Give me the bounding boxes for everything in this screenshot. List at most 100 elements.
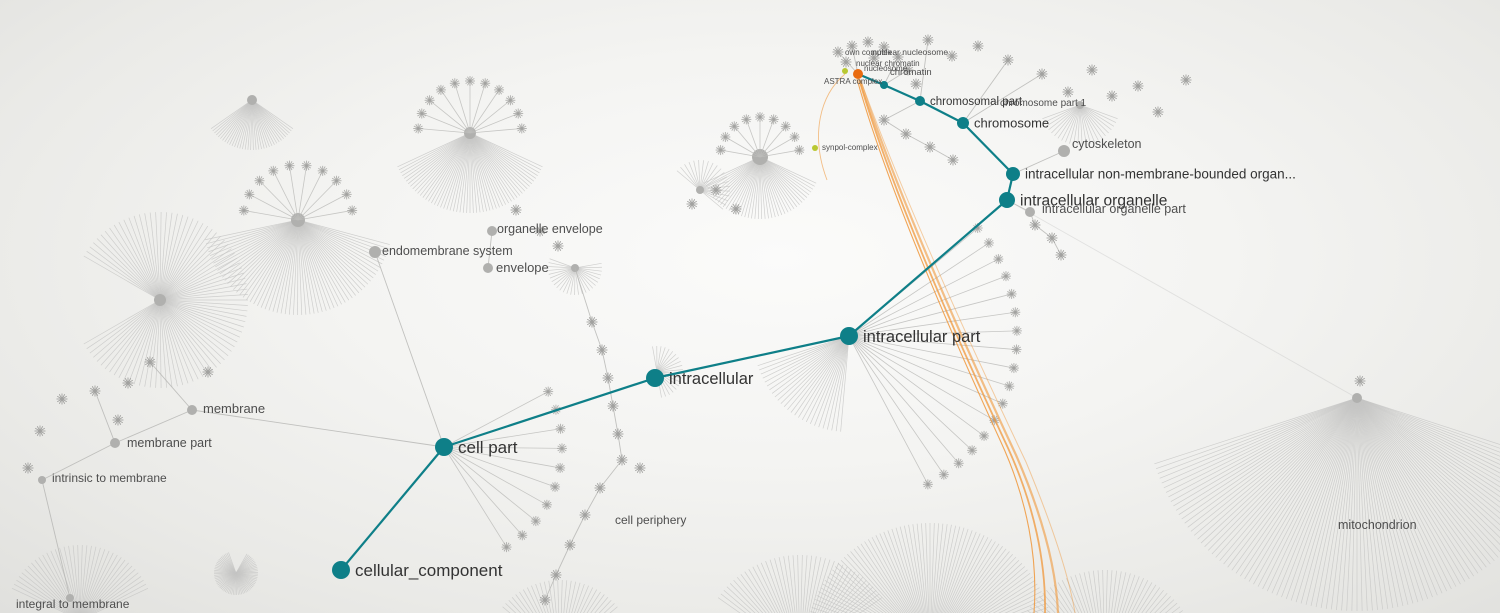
flower-node: [768, 114, 779, 125]
term-label[interactable]: chromosome part 1: [1000, 98, 1087, 109]
fan-cluster: [703, 149, 817, 219]
term-label[interactable]: membrane: [203, 401, 265, 416]
term-label-intracellular[interactable]: intracellular: [669, 370, 754, 388]
flower-node: [564, 539, 576, 551]
term-label-intracellular_organelle[interactable]: intracellular organelle: [1020, 192, 1167, 209]
cluster-hub-node[interactable]: [187, 405, 197, 415]
cluster-hub-node[interactable]: [1058, 145, 1070, 157]
flower-node: [840, 56, 852, 68]
flower-node: [513, 108, 524, 119]
node-intracellular_organelle[interactable]: [999, 192, 1015, 208]
term-label[interactable]: cell periphery: [615, 513, 686, 527]
node-green_a[interactable]: [842, 68, 848, 74]
flower-node: [612, 428, 624, 440]
term-label[interactable]: integral to membrane: [16, 597, 130, 611]
flower-node: [607, 400, 619, 412]
flower-node: [1106, 90, 1118, 102]
term-label-chromosomal_part[interactable]: chromosomal part: [930, 96, 1023, 108]
node-chromatin_junction[interactable]: [880, 81, 888, 89]
path-edge: [883, 83, 921, 103]
fan-cluster: [205, 213, 390, 316]
flower-node: [550, 569, 562, 581]
flower-node: [1008, 363, 1019, 374]
term-label[interactable]: own complex: [845, 48, 892, 57]
fan-cluster: [1042, 101, 1118, 145]
cluster-hub-node[interactable]: [1025, 207, 1035, 217]
node-green_b[interactable]: [812, 145, 818, 151]
term-label[interactable]: nuclear nucleosome: [872, 47, 948, 57]
node-chromosomal_part[interactable]: [915, 96, 925, 106]
flower-node: [602, 372, 614, 384]
term-label[interactable]: envelope: [496, 260, 549, 275]
orange-edge: [818, 73, 846, 181]
term-label[interactable]: synpol-complex: [822, 143, 878, 152]
flower-node: [938, 469, 949, 480]
flower-node: [846, 40, 858, 52]
orange-edge: [856, 78, 1036, 613]
flower-node: [947, 154, 959, 166]
term-label-cell_part[interactable]: cell part: [458, 438, 518, 457]
cluster-hub-node[interactable]: [38, 476, 46, 484]
flower-node: [1086, 64, 1098, 76]
node-cellular_component[interactable]: [332, 561, 350, 579]
flower-node: [616, 454, 628, 466]
flower-node: [1010, 307, 1021, 318]
term-label-cellular_component[interactable]: cellular_component: [355, 561, 503, 580]
fan-cluster: [810, 523, 1050, 613]
flower-node: [34, 425, 46, 437]
cluster-hub-node[interactable]: [66, 594, 74, 602]
node-intracellular[interactable]: [646, 369, 664, 387]
fan-cluster: [210, 95, 294, 150]
term-label[interactable]: ASTRA complex: [824, 77, 882, 86]
term-label[interactable]: nuclear chromatin: [856, 59, 920, 68]
orange-edge: [858, 79, 1060, 613]
flower-node: [1062, 86, 1074, 98]
flower-node: [983, 237, 994, 248]
term-label[interactable]: endomembrane system: [382, 244, 513, 258]
node-intracellular_part[interactable]: [840, 327, 858, 345]
flower-node: [922, 34, 934, 46]
term-label-non_membrane_org[interactable]: intracellular non-membrane-bounded organ…: [1025, 167, 1296, 182]
flower-node: [832, 46, 844, 58]
flower-node: [1055, 249, 1067, 261]
flower-node: [900, 128, 912, 140]
flower-node: [413, 123, 424, 134]
node-nucleosome[interactable]: [853, 69, 863, 79]
term-label[interactable]: cytoskeleton: [1072, 137, 1142, 151]
term-label[interactable]: intrinsic to membrane: [52, 471, 167, 485]
flower-node: [516, 123, 527, 134]
cluster-hub-node[interactable]: [110, 438, 120, 448]
flower-node: [979, 430, 990, 441]
cluster-hub-node[interactable]: [369, 246, 381, 258]
term-label[interactable]: intracellular organelle part: [1042, 202, 1186, 216]
flower-node: [89, 385, 101, 397]
flower-node: [268, 165, 279, 176]
term-label[interactable]: mitochondrion: [1338, 518, 1417, 532]
highlighted-path-nodes: [332, 68, 1020, 579]
flower-node: [494, 84, 505, 95]
flower-node: [254, 175, 265, 186]
hub-dots: [38, 145, 1070, 602]
term-label-chromosome[interactable]: chromosome: [974, 116, 1049, 131]
node-chromosome[interactable]: [957, 117, 969, 129]
flower-node: [924, 141, 936, 153]
term-label[interactable]: membrane part: [127, 436, 212, 450]
flower-node: [347, 205, 358, 216]
node-cell_part[interactable]: [435, 438, 453, 456]
flower-node: [902, 64, 914, 76]
fan-cluster: [757, 335, 850, 432]
flower-node: [1002, 54, 1014, 66]
flower-node: [878, 114, 890, 126]
term-label[interactable]: organelle envelope: [497, 222, 603, 236]
node-non_membrane_org[interactable]: [1006, 167, 1020, 181]
term-label-intracellular_part[interactable]: intracellular part: [863, 328, 981, 346]
term-label[interactable]: nucleosome: [864, 64, 908, 73]
cluster-hub-node[interactable]: [487, 226, 497, 236]
flower-node: [331, 175, 342, 186]
tip-fan-clusters: [238, 76, 1022, 553]
cluster-hub-node[interactable]: [483, 263, 493, 273]
flower-node: [1036, 68, 1048, 80]
term-label[interactable]: chromatin: [890, 67, 932, 78]
